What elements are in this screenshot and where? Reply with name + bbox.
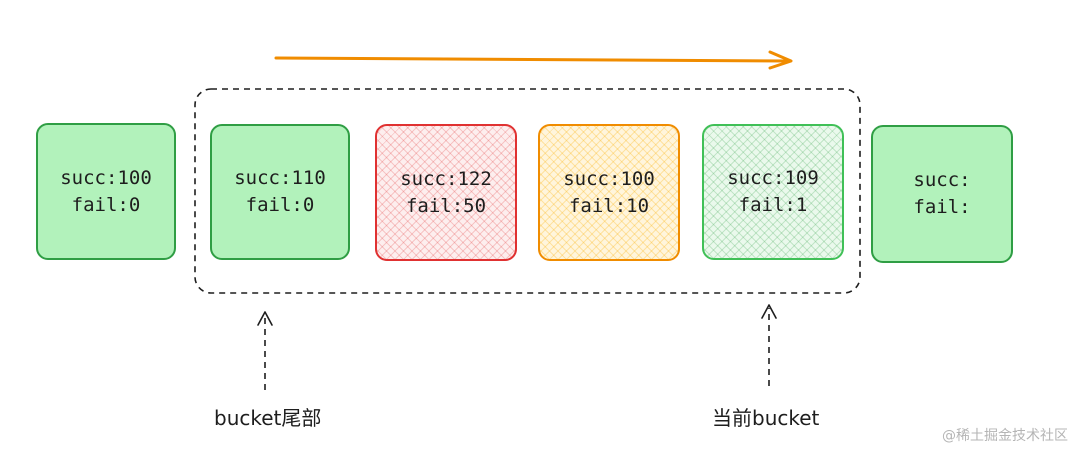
direction-arrow [274,50,793,70]
fail-value: 50 [463,194,487,217]
tail-pointer-arrow [257,311,273,390]
succ-label: succ: [913,169,971,191]
fail-label: fail: [738,194,796,216]
tail-label: bucket尾部 [214,406,322,430]
current-label: 当前bucket [712,406,820,430]
succ-label: succ: [727,167,785,189]
fail-label: fail: [245,194,303,216]
fail-label: fail: [405,194,464,217]
fail-value: 0 [128,193,141,216]
fail-value: 10 [626,194,650,217]
fail-label: fail: [913,196,971,218]
succ-label: succ: [400,167,458,190]
succ-value: 100 [620,167,655,190]
succ-label: succ: [563,167,621,190]
bucket-expired: succ: 100 fail: 0 [36,123,176,260]
bucket-current: succ: 109 fail: 1 [702,124,844,260]
bucket-tail: succ: 110 fail: 0 [210,124,350,260]
succ-value: 122 [457,167,492,190]
fail-label: fail: [568,194,627,217]
bucket-high-failure: succ: 122 fail: 50 [375,124,517,261]
fail-value: 1 [795,194,808,216]
succ-value: 109 [784,167,819,189]
bucket-next: succ: fail: [871,125,1013,263]
fail-label: fail: [71,193,129,216]
sliding-window-frame [194,88,861,294]
fail-value: 0 [302,194,315,216]
watermark: @稀土掘金技术社区 [942,428,1068,444]
current-pointer-arrow [761,304,777,386]
succ-value: 100 [117,166,152,189]
succ-label: succ: [60,166,118,189]
succ-value: 110 [291,167,326,189]
succ-label: succ: [234,167,292,189]
bucket-warning: succ: 100 fail: 10 [538,124,680,261]
